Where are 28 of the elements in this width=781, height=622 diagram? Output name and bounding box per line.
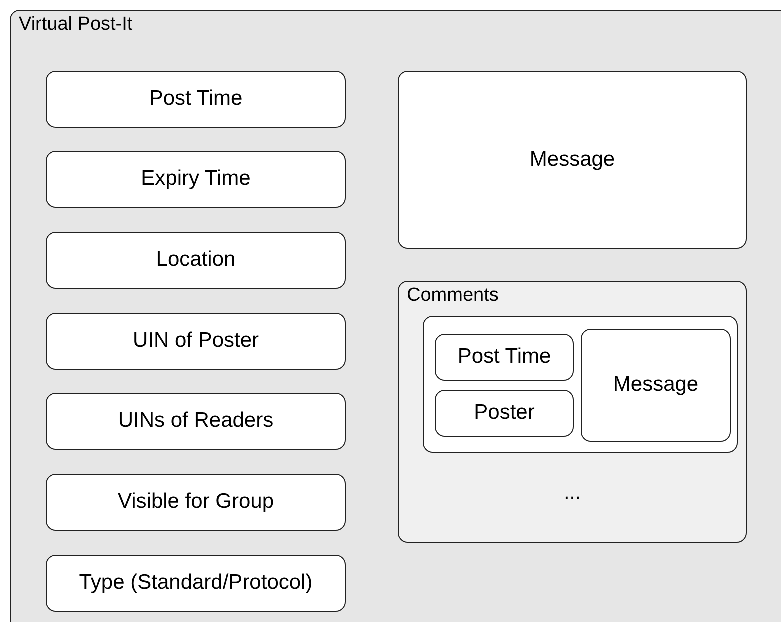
field-box: [46, 555, 346, 612]
field-box: [46, 313, 346, 370]
field-label: UIN of Poster: [132, 328, 260, 354]
field-box: [435, 390, 574, 437]
group-box: [398, 281, 747, 543]
field-label: Location: [156, 247, 236, 274]
field-label: Expiry Time: [141, 166, 251, 192]
field-label: Visible for Group: [118, 489, 274, 516]
field-box: [435, 334, 574, 381]
field-label: Type (Standard/Protocol): [79, 570, 313, 596]
field-label: Poster: [474, 400, 535, 426]
group-heading: Comments: [407, 284, 499, 308]
ellipsis-text: ...: [563, 481, 582, 506]
field-box: [46, 151, 346, 208]
field-box: [46, 71, 346, 128]
field-box: [46, 232, 346, 289]
field-box: [46, 393, 346, 450]
field-label: Post Time: [149, 86, 243, 112]
group-heading: Virtual Post-It: [19, 13, 133, 37]
inner-box: [423, 316, 738, 453]
field-label: UINs of Readers: [118, 408, 274, 434]
group-box: [10, 10, 781, 622]
field-label: Message: [613, 372, 699, 398]
field-box: [398, 71, 747, 249]
field-label: Message: [530, 146, 616, 173]
field-box: [581, 329, 731, 442]
field-box: [46, 474, 346, 531]
field-label: Post Time: [458, 344, 552, 370]
